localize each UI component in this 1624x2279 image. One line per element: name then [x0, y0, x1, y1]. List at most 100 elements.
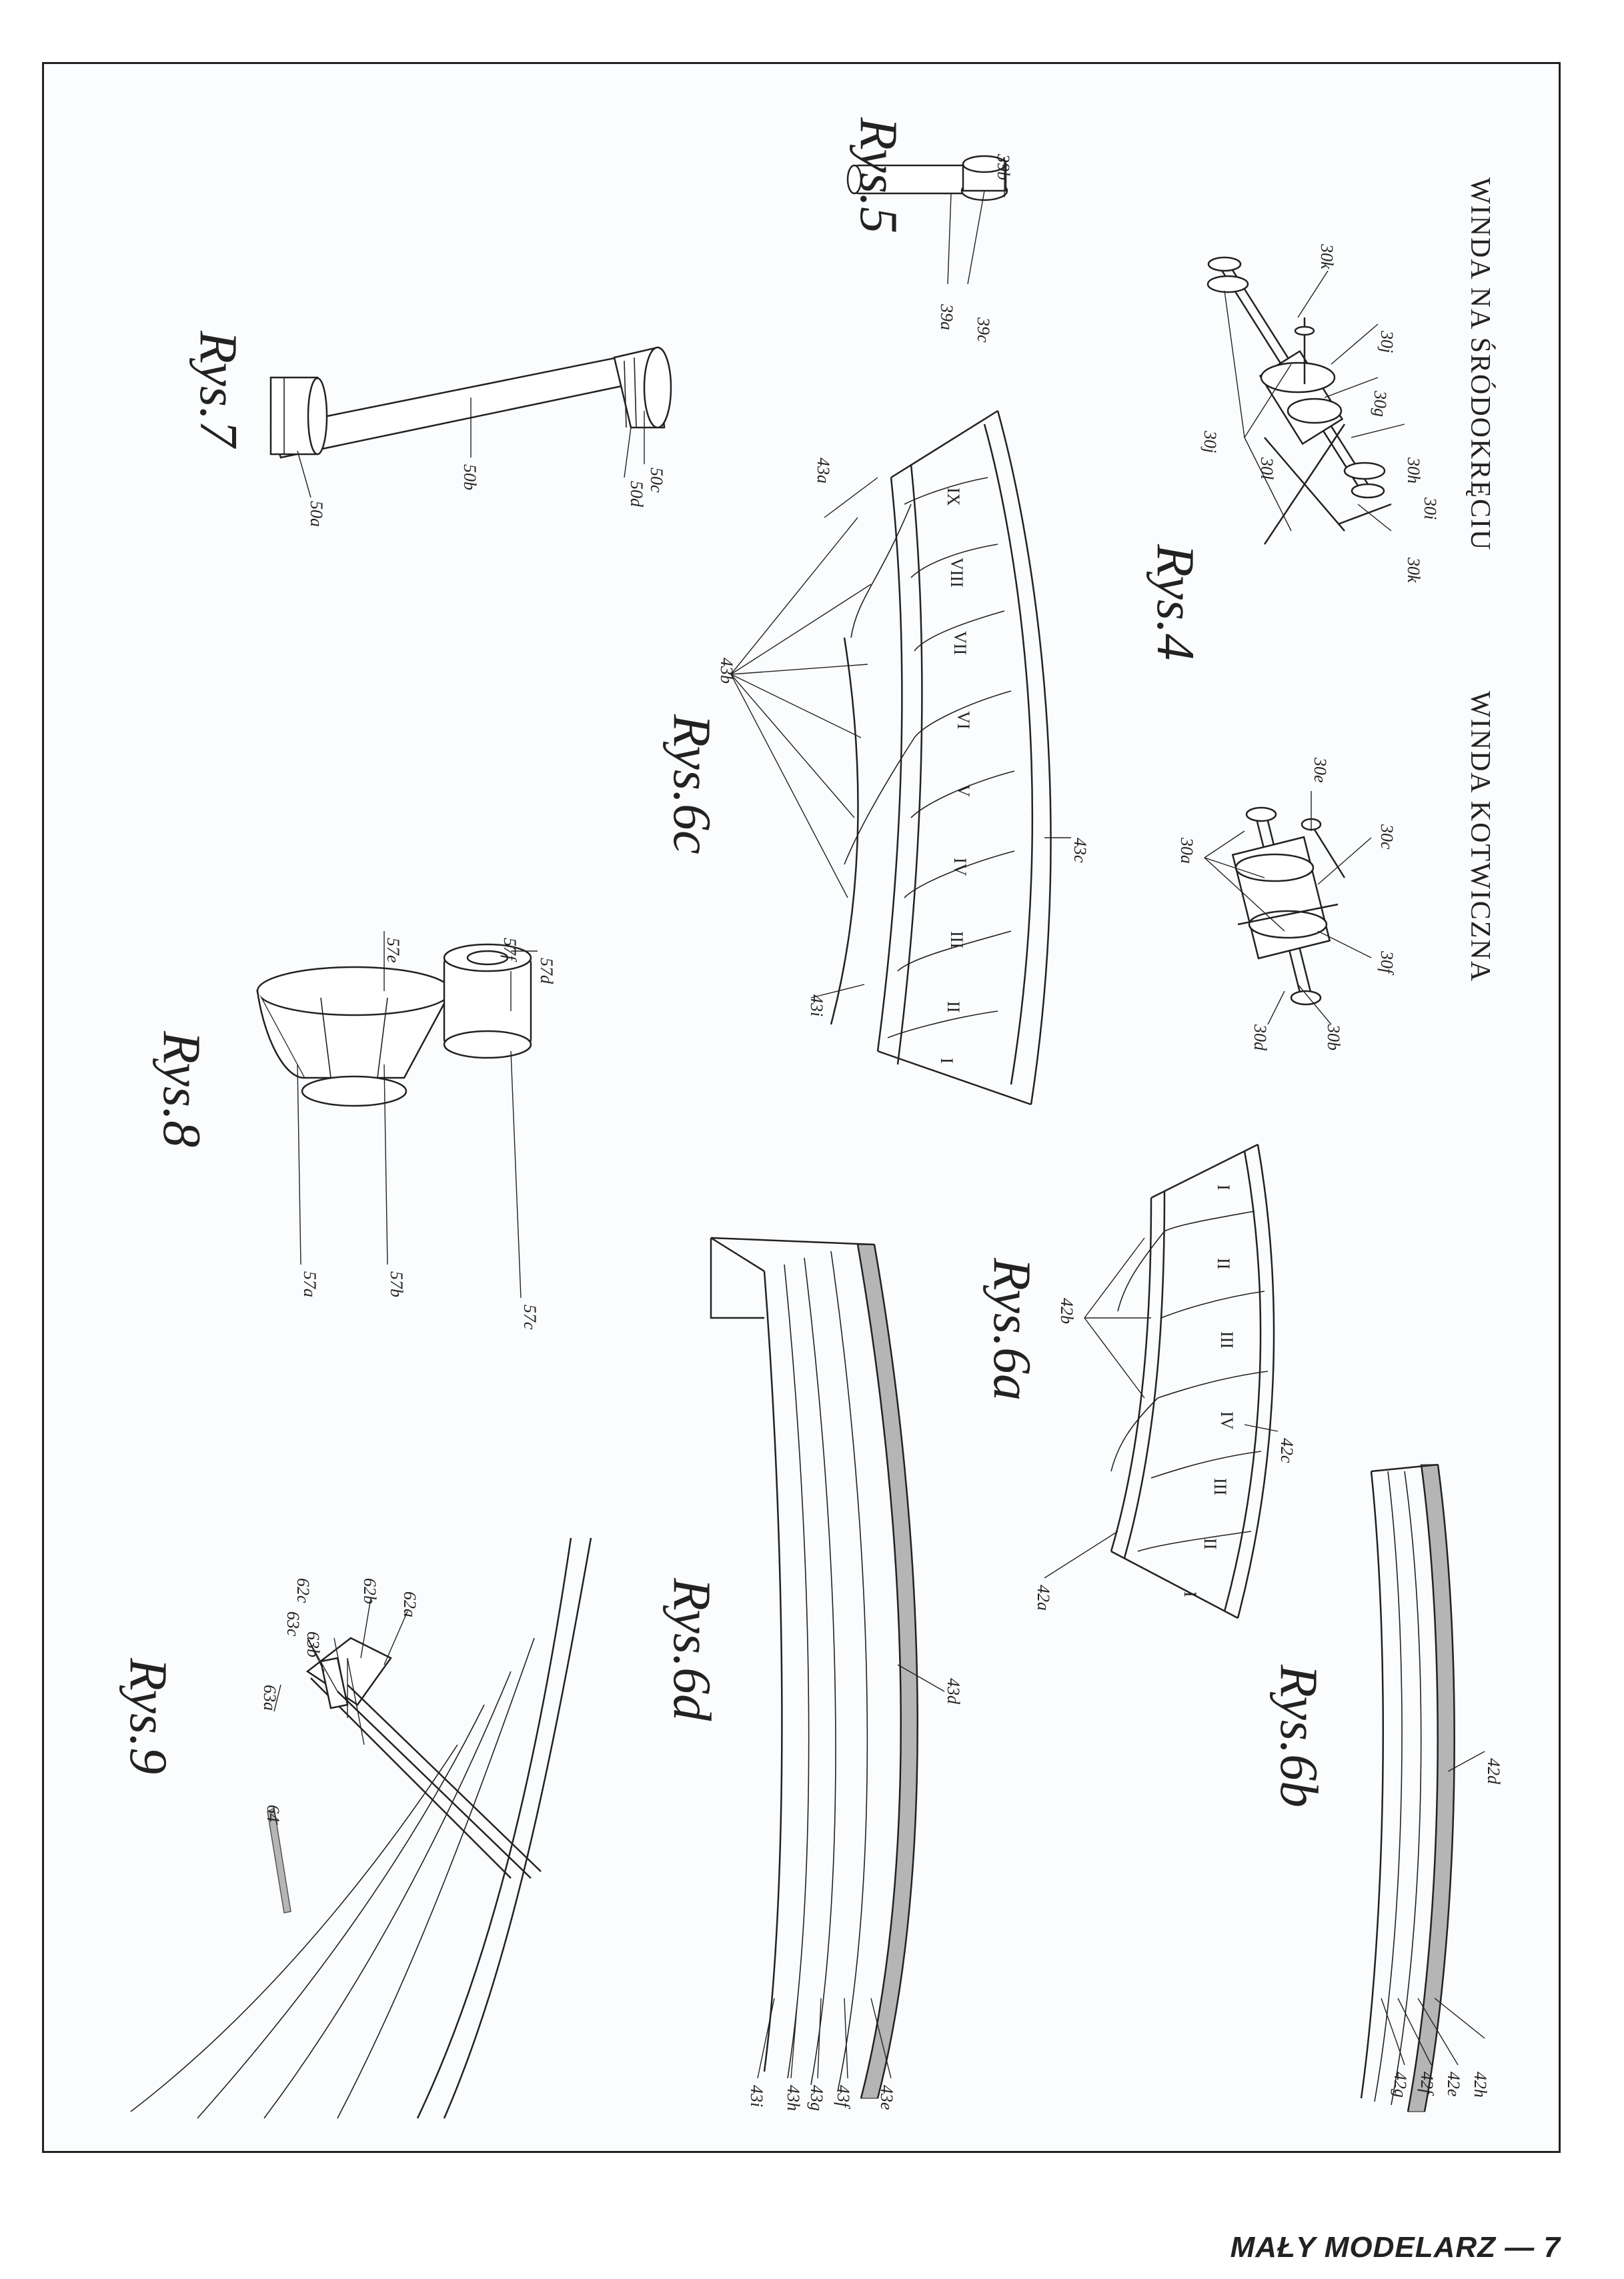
diagram-canvas: .k { fill: none; stroke: #222; stroke-wi… [44, 64, 1559, 2151]
label-rys6d-1: 43e [877, 2085, 896, 2110]
title-rys6d: Rys.6d [662, 1577, 721, 1721]
label-rys6a-0: 42b [1057, 1298, 1076, 1324]
rys6c-frame-drawing [830, 410, 1052, 1106]
roman-6c-6: III [947, 931, 966, 948]
label-winch2-2: 30a [1177, 837, 1196, 864]
roman-6a-1: II [1214, 1258, 1233, 1269]
roman-6c-3: VI [954, 711, 973, 729]
heading-winda-srodokrecie: WINDA NA ŚRÓDOKRĘCIU [1465, 177, 1496, 551]
drawing-sheet: .k { fill: none; stroke: #222; stroke-wi… [42, 62, 1561, 2153]
title-rys8: Rys.8 [152, 1030, 211, 1147]
footer-dash: — [1505, 2231, 1544, 2264]
label-rys6b-0: 42d [1484, 1758, 1503, 1785]
rys6d-leaders [757, 1664, 945, 2079]
label-rys7-2: 50c [647, 468, 666, 493]
roman-6a-3: IV [1217, 1411, 1237, 1430]
roman-6a-5: II [1200, 1538, 1220, 1549]
rys6a-frame-drawing [1110, 1143, 1275, 1619]
rys6c-leaders [730, 477, 1071, 998]
label-rys6a-2: 42a [1034, 1585, 1053, 1611]
label-winch1-1: 30j [1377, 330, 1397, 353]
label-rys9-0: 62b [360, 1578, 379, 1604]
title-rys4: Rys.4 [1146, 544, 1204, 660]
label-rys9-1: 62a [400, 1591, 420, 1617]
rys6b-hull-drawing [1360, 1463, 1455, 2112]
title-rys6a: Rys.6a [982, 1257, 1041, 1401]
rys5-leader-2 [947, 193, 952, 285]
label-winch2-1: 30c [1377, 824, 1397, 850]
label-rys5-2: 39a [937, 303, 956, 330]
label-rys8-1: 57f [500, 938, 520, 962]
label-rys6c-2: 43c [1070, 838, 1090, 863]
label-rys6d-5: 43i [747, 2085, 766, 2107]
rys6b-leaders [1381, 1751, 1485, 2066]
heading-winda-kotwiczna: WINDA KOTWICZNA [1465, 691, 1495, 982]
roman-6c-2: VII [950, 631, 970, 655]
label-rys9-5: 63a [260, 1685, 279, 1711]
roman-6c-5: IV [950, 858, 970, 876]
label-rys6d-2: 43f [834, 2085, 853, 2110]
label-rys6b-4: 42g [1391, 2072, 1410, 2098]
roman-6c-1: VIII [947, 558, 966, 588]
winch-anchor-drawing [1231, 806, 1346, 1006]
label-rys7-3: 50d [627, 481, 646, 508]
label-winch1-4: 30i [1421, 497, 1440, 520]
label-winch1-2: 30g [1371, 390, 1390, 417]
rys8-leaders [297, 931, 538, 1299]
rys5-leader-1 [967, 190, 985, 285]
rys7-leader-1 [624, 427, 632, 478]
rys8-part-drawing [255, 943, 532, 1107]
label-rys6b-2: 42e [1444, 2072, 1463, 2097]
label-rys6d-3: 43g [807, 2085, 826, 2111]
footer-page-number: 7 [1543, 2231, 1561, 2264]
label-rys6d-0: 43d [944, 1678, 963, 1705]
label-rys8-2: 57e [383, 938, 403, 963]
label-rys6c-3: 43i [807, 994, 826, 1016]
title-rys9: Rys.9 [119, 1657, 177, 1774]
label-winch1-7: 30k [1404, 557, 1423, 583]
label-rys7-0: 50a [307, 501, 326, 527]
winch-midship-drawing [1206, 256, 1392, 545]
label-rys6c-1: 43b [717, 658, 736, 684]
label-rys8-5: 57c [520, 1305, 540, 1330]
title-rys6c: Rys.6c [662, 714, 721, 854]
label-winch1-6: 30j [1200, 430, 1220, 453]
label-winch1-0: 30k [1317, 243, 1337, 269]
roman-6c-7: II [944, 1001, 963, 1012]
rys6d-hull-drawing [710, 1237, 918, 2099]
label-rys5-1: 39c [974, 317, 993, 343]
rys6a-leaders [1044, 1237, 1279, 1579]
label-rys6c-0: 43a [814, 458, 833, 484]
label-winch2-3: 30f [1377, 950, 1397, 976]
roman-6a-6: I [1180, 1591, 1200, 1597]
label-rys8-4: 57a [300, 1271, 319, 1297]
label-rys6b-3: 42f [1417, 2072, 1437, 2096]
label-rys9-6: 64 [263, 1805, 283, 1822]
label-rys5-0: 39b [994, 153, 1013, 180]
page-footer: MAŁY MODELARZ — 7 [1231, 2231, 1561, 2264]
winch-anchor-leaders [1204, 791, 1372, 1025]
roman-6c-8: I [937, 1058, 956, 1064]
technical-drawing-svg: .k { fill: none; stroke: #222; stroke-wi… [119, 117, 1503, 2119]
roman-6a-0: I [1214, 1185, 1233, 1191]
roman-6c-0: IX [944, 488, 963, 506]
label-winch2-5: 30b [1324, 1024, 1343, 1050]
rys5-part-drawing [846, 155, 1008, 201]
roman-6a-4: III [1210, 1478, 1230, 1495]
title-rys6b: Rys.6b [1269, 1664, 1328, 1807]
label-rys9-2: 62c [293, 1578, 313, 1603]
footer-magazine: MAŁY MODELARZ [1230, 2231, 1497, 2264]
winch-midship-leaders [1224, 270, 1405, 532]
roman-6c-4: V [954, 784, 973, 797]
label-rys7-1: 50b [460, 464, 480, 490]
label-rys9-3: 63c [283, 1611, 303, 1637]
rys9-leaders [273, 1597, 408, 1825]
label-rys6b-1: 42h [1471, 2072, 1490, 2098]
label-rys9-4: 63b [303, 1631, 323, 1657]
title-rys7: Rys.7 [189, 330, 247, 449]
rys9-stern-drawing [130, 1537, 592, 2119]
label-winch2-0: 30e [1311, 757, 1330, 783]
label-rys8-3: 57b [387, 1271, 406, 1297]
label-winch1-5: 30l [1257, 457, 1277, 480]
label-rys8-0: 57d [537, 958, 556, 984]
